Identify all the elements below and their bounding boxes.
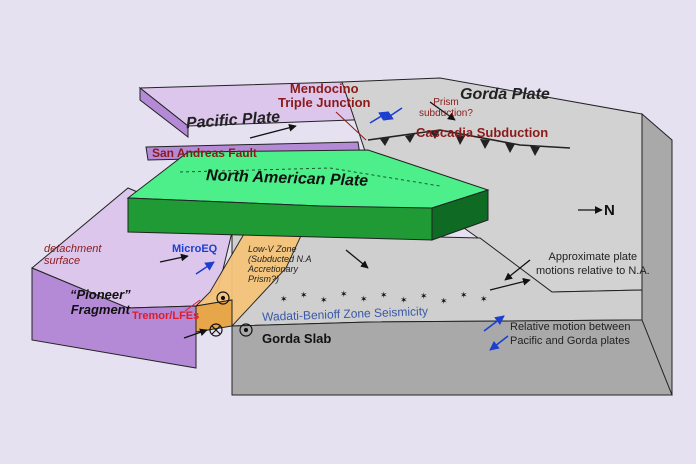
- svg-text:✶: ✶: [280, 295, 288, 305]
- svg-text:✶: ✶: [300, 291, 308, 301]
- legend-relative-line1: Relative motion between: [510, 321, 631, 333]
- label-gorda-slab: Gorda Slab: [262, 331, 332, 346]
- label-detachment: detachment surface: [44, 243, 101, 267]
- label-pioneer: “Pioneer” Fragment: [70, 287, 131, 317]
- label-gorda-plate: Gorda Plate: [460, 86, 550, 103]
- plate-motion-arrows: [159, 101, 603, 339]
- svg-text:✶: ✶: [420, 292, 428, 302]
- label-low-v-line3: Accretionary: [248, 264, 299, 274]
- out-of-page-symbols: [209, 291, 253, 337]
- label-detachment-line1: detachment: [44, 243, 102, 255]
- label-pioneer-line2: Fragment: [70, 302, 130, 317]
- svg-text:✶: ✶: [380, 291, 388, 301]
- dashed-boundary: [179, 167, 441, 187]
- legend-approx-line1: Approximate plate: [548, 251, 638, 263]
- legend-relative: Relative motion between Pacific and Gord…: [510, 320, 630, 348]
- relative-motion-arrows: [195, 107, 509, 351]
- svg-text:✶: ✶: [340, 290, 348, 300]
- svg-text:✶: ✶: [460, 291, 468, 301]
- svg-text:✶: ✶: [320, 296, 328, 306]
- label-tremor: Tremor/LFEs: [132, 310, 200, 322]
- label-low-v: Low-V Zone (Subducted N.A Accretionary P…: [248, 244, 312, 284]
- leader-mendocino: [335, 111, 367, 141]
- label-low-v-line1: Low-V Zone: [248, 244, 297, 254]
- label-detachment-line2: surface: [44, 255, 81, 267]
- gorda-slab-front: [231, 319, 673, 396]
- subduction-teeth: [380, 130, 540, 156]
- svg-text:✶: ✶: [440, 297, 448, 307]
- low-v-zone-front: [195, 299, 233, 333]
- legend-approx-line2: motions relative to N.A.: [536, 265, 650, 277]
- cascadia-subduction-line: [367, 129, 571, 149]
- seismicity-markers: ✶ ✶ ✶ ✶ ✶ ✶ ✶ ✶ ✶ ✶ ✶: [280, 290, 488, 307]
- label-mendocino-line1: Mendocino: [289, 81, 359, 96]
- legend-approx: Approximate plate motions relative to N.…: [536, 250, 650, 278]
- label-microeq: MicroEQ: [172, 243, 218, 255]
- north-american-side: [431, 189, 489, 241]
- label-prism-line1: Prism: [433, 97, 459, 108]
- label-cascadia: Cascadia Subduction: [416, 125, 549, 140]
- label-mendocino: Mendocino Triple Junction: [278, 82, 370, 110]
- label-prism-subduction: Prism subduction?: [419, 97, 473, 119]
- pacific-plate-front: [139, 86, 189, 139]
- legend-relative-line2: Pacific and Gorda plates: [510, 335, 630, 347]
- svg-text:✶: ✶: [480, 295, 488, 305]
- label-prism-line2: subduction?: [419, 108, 473, 119]
- label-san-andreas: San Andreas Fault: [152, 146, 257, 160]
- svg-text:✶: ✶: [360, 295, 368, 305]
- label-low-v-line2: (Subducted N.A: [248, 254, 312, 264]
- pioneer-fragment-front: [31, 267, 197, 369]
- label-low-v-line4: Prism?): [248, 274, 279, 284]
- svg-text:✶: ✶: [400, 296, 408, 306]
- label-mendocino-line2: Triple Junction: [278, 95, 371, 110]
- label-pioneer-line1: “Pioneer”: [70, 287, 131, 302]
- label-north: N: [604, 202, 615, 219]
- leader-tremor: [184, 299, 201, 312]
